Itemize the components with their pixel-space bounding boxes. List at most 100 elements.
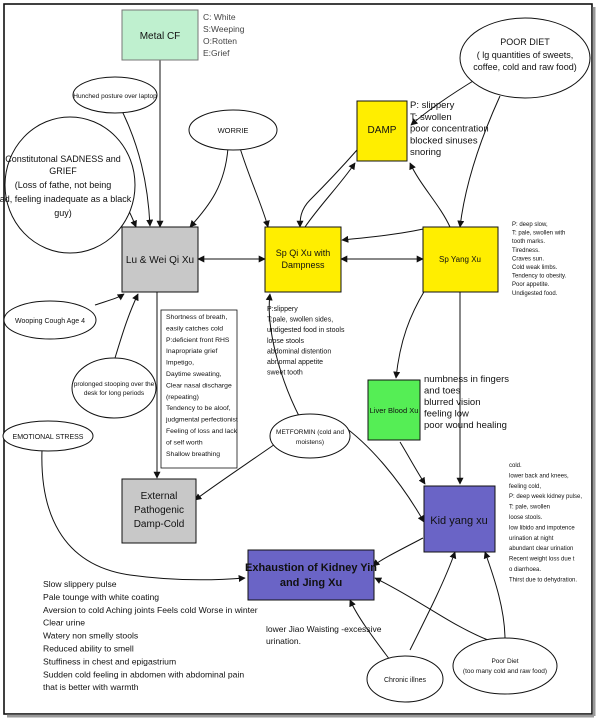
bottom-note-line: Aversion to cold Aching joints Feels col…	[43, 605, 258, 615]
sp-yang-note-line: Undigested food.	[512, 291, 558, 297]
lu-wei-note-line: judgmental perfectionist	[165, 417, 238, 424]
sp-yang-note-line: Tiredness.	[512, 248, 540, 254]
kid-yang-note-line: Thirst due to dehydration.	[509, 577, 577, 583]
external-pathogenic-box: External Pathogenic Damp-Cold	[121, 478, 197, 544]
edge-spyang-damp	[409, 162, 451, 228]
kid-yang-notes: cold.lower back and knees,feeling cold,P…	[509, 463, 582, 583]
sp-qi-xu-box: Sp Qi Xu with Dampness	[264, 226, 342, 293]
external-label-line-2: Pathogenic	[134, 505, 184, 516]
bottom-note-line: Sudden cold feeling in abdomen with abdo…	[43, 669, 244, 679]
lu-wei-note-line: Tendency to be aloof,	[166, 405, 231, 412]
lu-wei-note-line: Impetigo,	[166, 360, 194, 367]
lu-wei-qi-xu-box: Lu & Wei Qi Xu	[121, 226, 199, 293]
kid-yang-note-line: urination at night	[509, 536, 554, 542]
lu-wei-note-line: (repeating)	[166, 394, 199, 401]
chronic-illnes-text: Chronic illnes	[384, 677, 427, 684]
poor-diet-line-2: ( lg quantities of sweets,	[477, 50, 574, 60]
edge-metformin-kidyang	[341, 424, 425, 523]
kidney-yin-note-line: urination.	[266, 636, 301, 646]
constitutional-line-5: guy)	[54, 208, 72, 218]
edge-diet-damp	[410, 77, 479, 126]
kid-yang-note-line: loose stools.	[509, 515, 543, 521]
kid-yang-note-line: abundant clear urination	[509, 546, 573, 552]
sp-qi-note-line: P:slippery	[267, 306, 298, 313]
emotional-stress-oval	[2, 420, 94, 452]
kid-yang-note-line: feeling cold,	[509, 484, 541, 490]
stooping-line-1: prolonged stooping over the	[74, 381, 155, 388]
kidney-yin-label-line-2: and Jing Xu	[280, 577, 342, 589]
whooping-cough-oval	[3, 300, 97, 340]
sp-yang-notes: P: deep slow,T: pale, swollen withtooth …	[512, 222, 567, 297]
poor-diet-2-line-1: Poor Diet	[491, 658, 518, 665]
prolonged-stooping-oval	[71, 357, 157, 419]
edge-chronic-kidneyyin	[349, 599, 391, 661]
sp-yang-note-line: P: deep slow,	[512, 222, 548, 228]
sp-yang-note-line: T: pale, swollen with	[512, 231, 565, 237]
metal-cf-box: Metal CF	[121, 9, 199, 61]
kidney-yin-jing-xu-box: Exhaustion of Kidney Yin and Jing Xu	[245, 549, 377, 601]
lu-wei-note-line: P:deficient front RHS	[166, 337, 230, 344]
liver-note-line: poor wound healing	[424, 420, 507, 431]
constitutional-line-3: (Loss of fathe, not being	[15, 180, 112, 190]
kid-yang-note-line: lower back and knees,	[509, 473, 569, 479]
poor-diet-oval	[459, 17, 591, 99]
bottom-note-line: that is better with warmth	[43, 682, 139, 692]
lu-wei-note-line: Shallow breathing	[166, 451, 220, 458]
lu-wei-notes-panel: Shortness of breath, easily catches coldP…	[160, 309, 238, 469]
sp-yang-note-line: Craves sun.	[512, 256, 544, 262]
edge-whooping-luwei	[94, 293, 125, 306]
lu-wei-note-line: Feeling of loss and lack	[166, 428, 238, 435]
edge-diet-spyang	[457, 95, 501, 228]
damp-note-line: T: swollen	[410, 112, 452, 123]
kid-yang-xu-box: Kid yang xu	[423, 485, 496, 553]
kid-yang-note-line: o diarrhoea.	[509, 567, 541, 573]
bottom-note-line: Clear urine	[43, 618, 85, 628]
metformin-line-2: moistens)	[296, 439, 324, 446]
lu-wei-note-line: Shortness of breath,	[166, 314, 227, 321]
bottom-note-line: Watery non smelly stools	[43, 631, 138, 641]
bottom-note-line: Stuffiness in chest and epigastrium	[43, 656, 176, 666]
bottom-note-line: Reduced ability to smell	[43, 644, 134, 654]
edge-kidyang-kidneyyin	[372, 537, 424, 567]
sp-yang-note-line: Tendency to obesity.	[512, 274, 567, 280]
sp-yang-xu-label: Sp Yang Xu	[439, 255, 481, 264]
kid-yang-note-line: Recent weight loss due t	[509, 557, 575, 563]
lu-wei-note-line: of self worth	[166, 439, 203, 446]
sp-qi-note-line: loose stools	[267, 338, 304, 345]
damp-note-line: blocked sinuses	[410, 135, 478, 146]
bottom-note-line: Slow slippery pulse	[43, 579, 117, 589]
worrie-text: WORRIE	[218, 126, 249, 135]
constitutional-line-2: GRIEF	[49, 166, 77, 176]
sp-yang-note-line: Poor appetite.	[512, 282, 550, 288]
lu-wei-note-line: easily catches cold	[166, 325, 223, 332]
metal-note-line: O:Rotten	[203, 36, 237, 46]
sp-qi-note-line: sweet tooth	[267, 370, 303, 377]
edge-worrie-luwei	[189, 147, 229, 228]
damp-label: DAMP	[368, 125, 397, 136]
edge-damp-spqi	[296, 149, 358, 228]
kidney-yin-note-line: lower Jiao Waisting -excessive	[266, 624, 382, 634]
poor-diet-line-3: coffee, cold and raw food)	[473, 62, 576, 72]
kid-yang-note-line: P: deep week kidney pulse,	[509, 494, 582, 500]
edge-worrie-spqi	[239, 147, 270, 228]
kid-yang-note-line: T: pale, swollen	[509, 505, 550, 511]
constitutional-line-4: dad, feeling inadequate as a black	[0, 194, 132, 204]
sp-qi-note-line: T:pale, swollen sides,	[267, 317, 333, 324]
sp-qi-note-line: abnormal appetite	[267, 359, 323, 366]
constitutional-line-1: Constitutonal SADNESS and	[5, 154, 121, 164]
kidney-yin-notes: lower Jiao Waisting -excessive urination.	[266, 624, 382, 646]
sp-qi-note-line: undigested food in stools	[267, 327, 345, 334]
liver-note-line: and toes	[424, 386, 461, 397]
edge-diet2-kidneyyin	[374, 577, 489, 641]
constitutional-sadness-oval	[4, 116, 136, 254]
prolonged-stooping-text: prolonged stooping over the desk for lon…	[74, 381, 155, 397]
liver-blood-xu-box: Liver Blood Xu	[367, 379, 421, 441]
metformin-text: METFORMIN (cold and moistens)	[276, 429, 344, 446]
edge-chronic-kidyang	[409, 551, 457, 651]
metal-note-line: C: White	[203, 12, 236, 22]
edge-metformin-spqi	[265, 293, 301, 419]
